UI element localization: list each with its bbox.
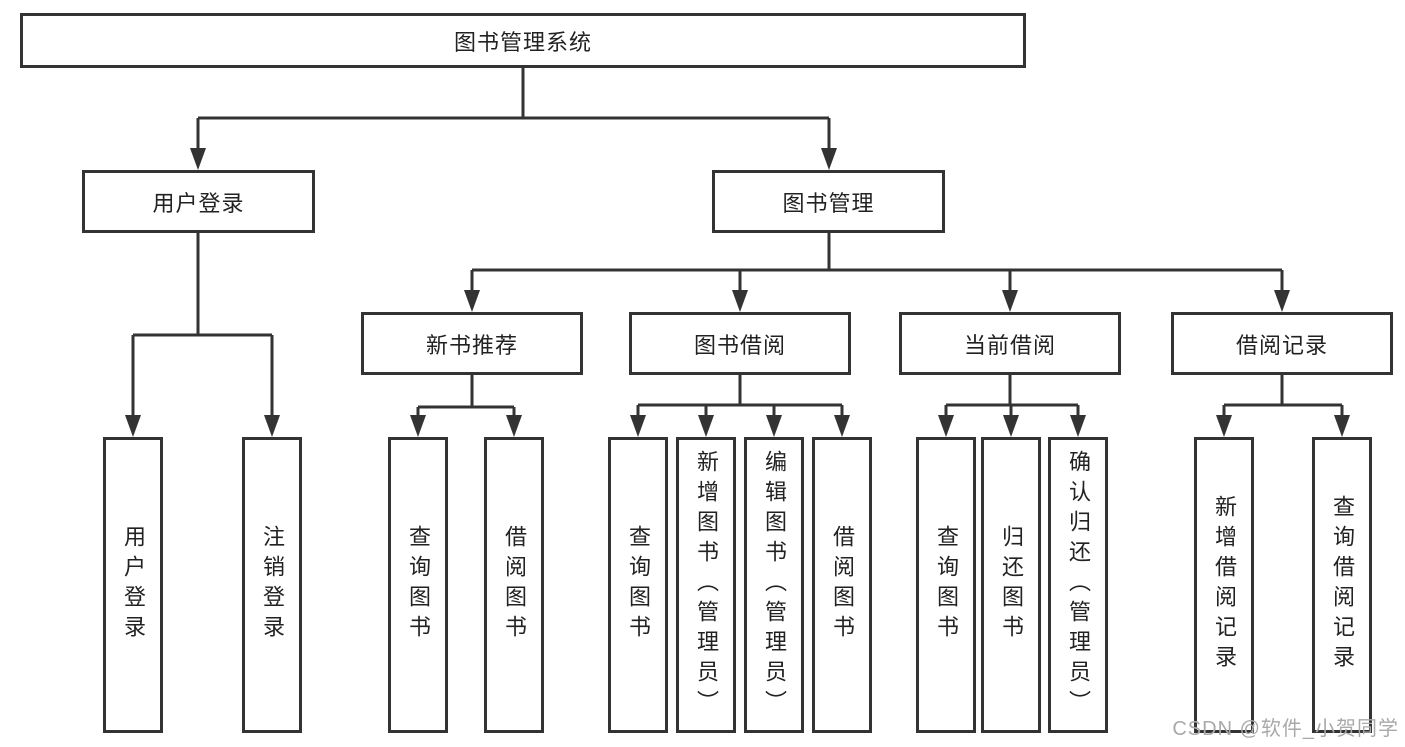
leaf-edit-book-admin: 编辑图书（管理员） [744,437,804,733]
leaf-query-books-recommend: 查询图书 [388,437,448,733]
node-new-book-recommend: 新书推荐 [361,312,583,375]
leaf-borrow-book: 借阅图书 [812,437,872,733]
connector-book-management [464,233,1290,312]
csdn-watermark: CSDN @软件_小贺同学 [1172,718,1399,740]
node-user-login: 用户登录 [82,170,315,233]
leaf-label: 查询图书 [934,525,959,645]
connector-borrow-records [1216,375,1350,437]
leaf-query-borrow-record: 查询借阅记录 [1312,437,1372,733]
leaf-label: 查询图书 [626,525,651,645]
connector-book-borrow [630,375,850,437]
leaf-add-borrow-record: 新增借阅记录 [1194,437,1254,733]
connector-root [190,68,837,170]
node-current-borrow: 当前借阅 [899,312,1121,375]
leaf-confirm-return-admin: 确认归还（管理员） [1048,437,1108,733]
leaf-return-book: 归还图书 [981,437,1041,733]
leaf-add-book-admin: 新增图书（管理员） [676,437,736,733]
node-root-system: 图书管理系统 [20,13,1026,68]
leaf-label: 用户登录 [121,525,146,645]
leaf-logout: 注销登录 [242,437,302,733]
connector-current-borrow [938,375,1086,437]
connector-new-book [410,375,522,437]
leaf-label: 查询图书 [406,525,431,645]
connector-user-login [125,233,280,437]
leaf-query-books-current: 查询图书 [916,437,976,733]
leaf-query-books-borrow: 查询图书 [608,437,668,733]
leaf-label: 新增借阅记录 [1212,495,1237,675]
leaf-label: 借阅图书 [830,525,855,645]
leaf-label: 确认归还（管理员） [1066,450,1091,720]
node-book-borrow: 图书借阅 [629,312,851,375]
leaf-label: 注销登录 [260,525,285,645]
leaf-label: 新增图书（管理员） [694,450,719,720]
leaf-label: 编辑图书（管理员） [762,450,787,720]
leaf-label: 借阅图书 [502,525,527,645]
leaf-label: 归还图书 [999,525,1024,645]
leaf-borrow-books-recommend: 借阅图书 [484,437,544,733]
node-book-management: 图书管理 [712,170,945,233]
leaf-user-login: 用户登录 [103,437,163,733]
leaf-label: 查询借阅记录 [1330,495,1355,675]
node-borrow-records: 借阅记录 [1171,312,1393,375]
